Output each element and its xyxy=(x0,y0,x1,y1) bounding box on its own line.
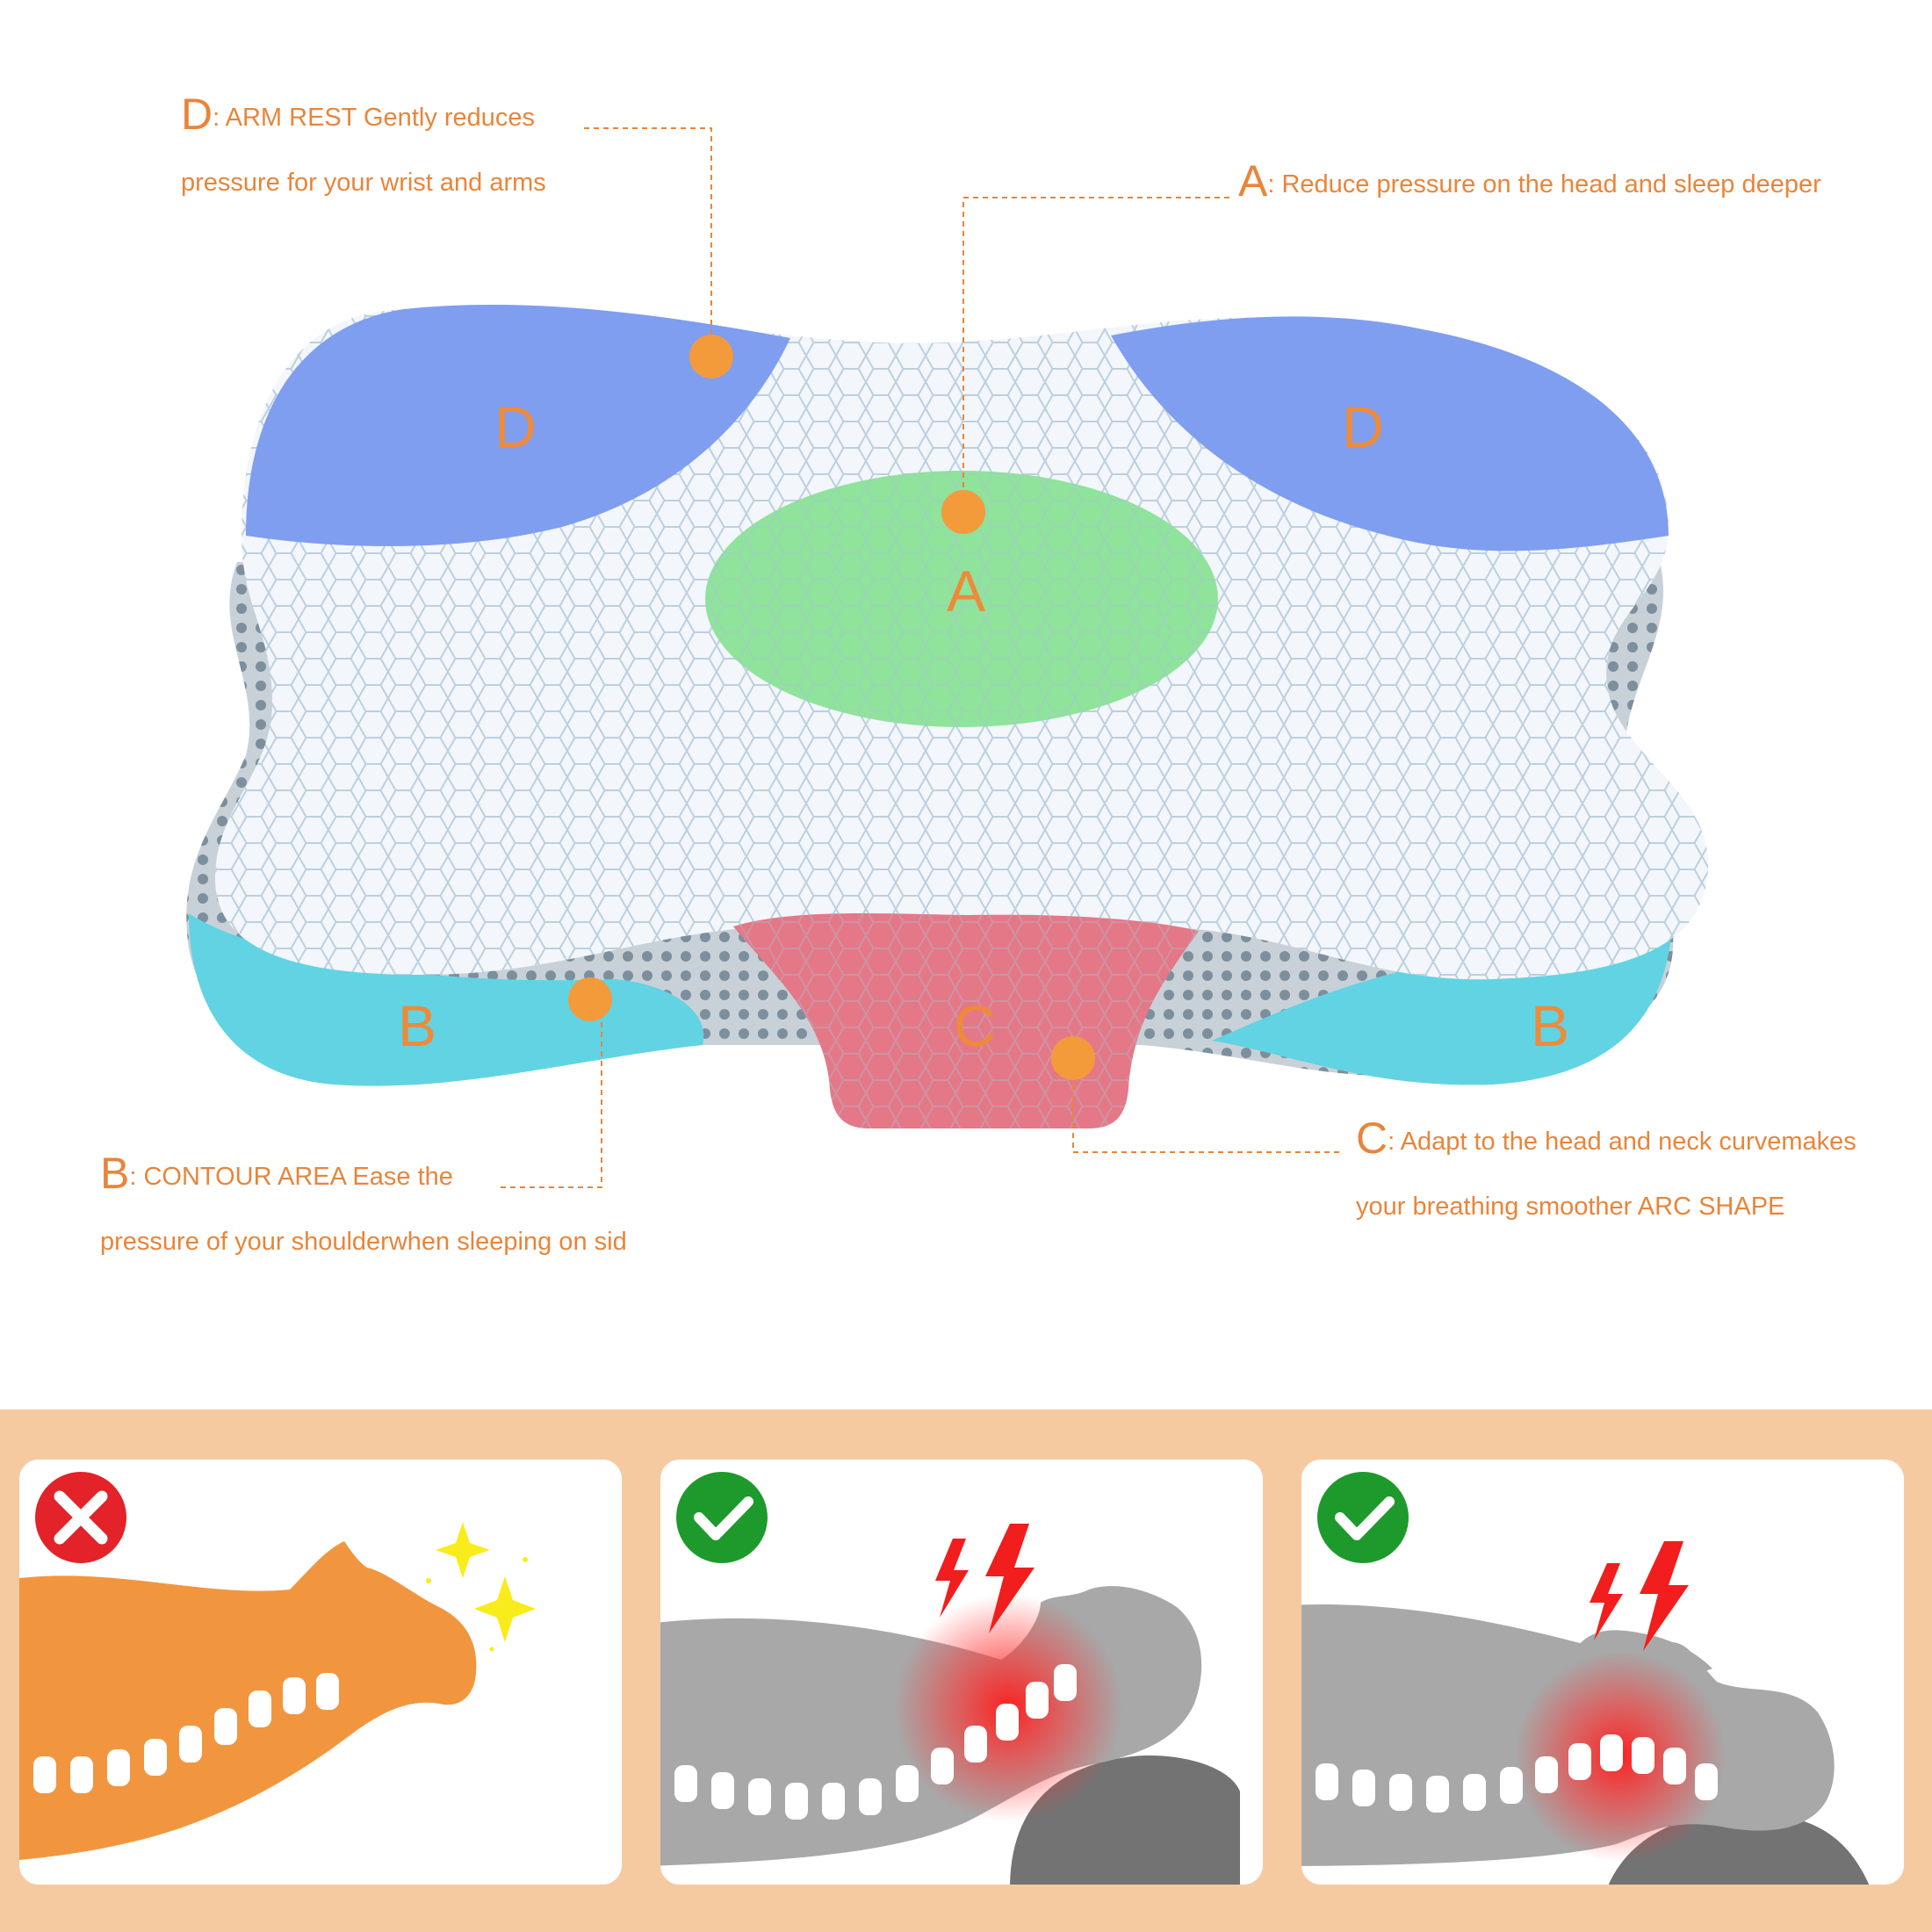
callout-c-line1: : Adapt to the head and neck curvemakes xyxy=(1388,1128,1856,1156)
lightning-icon xyxy=(935,1524,1034,1633)
zone-d-left-shape xyxy=(246,304,790,546)
lightning-icon xyxy=(1590,1541,1689,1651)
zone-d-right-shape xyxy=(1111,316,1669,551)
callout-b-line1: : CONTOUR AREA Ease the xyxy=(129,1163,453,1191)
callout-c-line2: your breathing smoother ARC SHAPE xyxy=(1356,1193,1785,1221)
marker-c xyxy=(1051,1036,1095,1080)
spine-vertebrae xyxy=(33,1673,339,1793)
zone-label-d-right: D xyxy=(1342,394,1384,459)
marker-d xyxy=(689,335,733,378)
marker-b xyxy=(568,977,612,1021)
check-icon xyxy=(676,1472,768,1563)
panel-wrong xyxy=(19,1522,536,1862)
x-icon xyxy=(35,1472,126,1563)
callout-a-letter: A xyxy=(1238,156,1268,205)
zone-b-left-shape xyxy=(189,913,704,1086)
callout-d-line2: pressure for your wrist and arms xyxy=(181,169,546,197)
zone-label-a: A xyxy=(946,559,986,624)
pillow-illustration xyxy=(186,304,1709,1128)
callout-d-letter: D xyxy=(181,90,213,139)
callout-c: C: Adapt to the head and neck curvemakes… xyxy=(1356,1116,1856,1222)
callout-b: B: CONTOUR AREA Ease the pressure of you… xyxy=(100,1151,627,1258)
callout-leader-lines xyxy=(501,127,1339,1188)
sparkle-icon xyxy=(426,1522,536,1652)
panel-correct-1 xyxy=(660,1586,1240,1885)
leader-line-b xyxy=(501,999,602,1188)
zone-label-b-left: B xyxy=(397,993,437,1058)
zone-label-c: C xyxy=(954,993,996,1058)
callout-d-line1: : ARM REST Gently reduces xyxy=(213,104,536,132)
callout-a: A: Reduce pressure on the head and sleep… xyxy=(1238,159,1821,203)
check-icon xyxy=(1317,1472,1409,1563)
leader-line-a xyxy=(962,197,1229,512)
marker-a xyxy=(941,490,985,534)
panel-correct-2 xyxy=(1301,1604,1871,1885)
callout-a-line1: : Reduce pressure on the head and sleep … xyxy=(1267,170,1821,198)
callout-c-letter: C xyxy=(1356,1114,1388,1163)
callout-d: D: ARM REST Gently reduces pressure for … xyxy=(181,92,546,198)
leader-line-d xyxy=(584,127,712,357)
zone-label-d-left: D xyxy=(494,394,537,459)
callout-markers xyxy=(568,335,1095,1080)
leader-line-c xyxy=(1072,1058,1339,1153)
zone-label-b-right: B xyxy=(1530,993,1570,1058)
callout-b-line2: pressure of your shoulderwhen sleeping o… xyxy=(100,1228,627,1256)
callout-b-letter: B xyxy=(100,1149,130,1198)
